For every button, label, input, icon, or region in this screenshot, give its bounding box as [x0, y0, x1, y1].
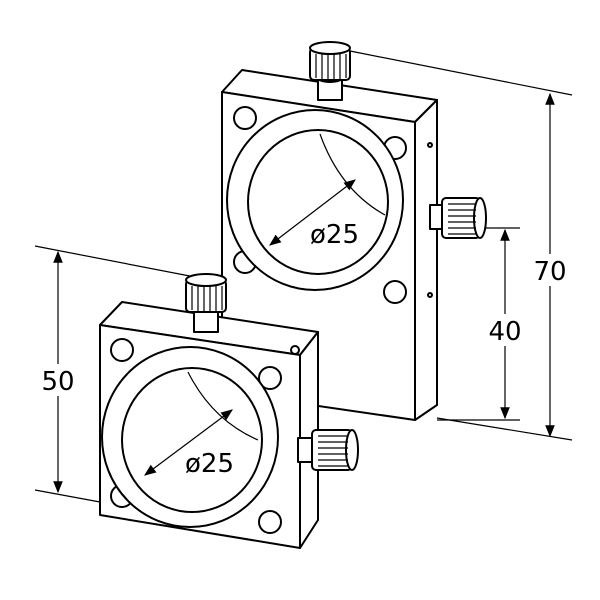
- dim-label-50: 50: [41, 367, 74, 397]
- dim-label-front-diameter: ø25: [185, 449, 234, 479]
- back-top-knob: [309, 41, 351, 101]
- dim-label-70: 70: [533, 257, 566, 287]
- front-side-knob: [297, 429, 359, 471]
- dim-label-40: 40: [488, 317, 521, 347]
- back-side-knob: [429, 197, 487, 239]
- dim-label-back-diameter: ø25: [310, 220, 359, 250]
- front-top-knob: [185, 273, 227, 333]
